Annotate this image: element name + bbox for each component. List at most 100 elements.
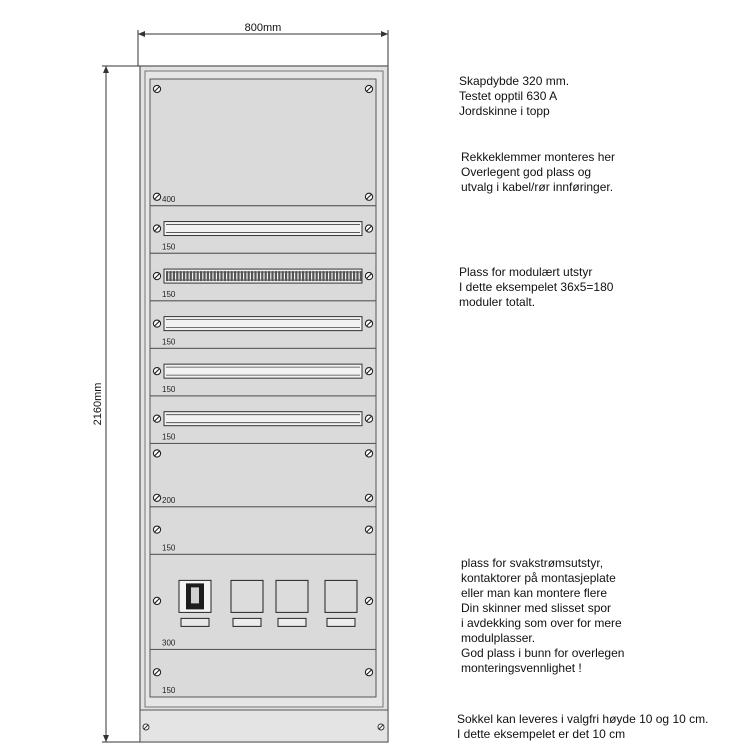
panel-height-label: 150 [162,686,176,695]
panel-height-label: 150 [162,543,176,552]
terminal-clamp [295,271,298,282]
device-label-plate [180,617,210,627]
screw-icon [364,596,374,606]
screw-slot [154,368,160,374]
screw-icon [152,224,162,233]
terminal-clamp [206,271,209,282]
terminal-clamp [179,271,182,282]
terminal-clamp [200,271,203,282]
terminal-clamp [342,271,345,282]
screw-slot [154,86,160,92]
screw-icon [364,224,374,233]
screw-slot [366,526,372,533]
panel-din-rail: 150 [149,347,377,397]
terminal-clamp [240,271,243,282]
screw-slot [366,450,372,457]
screw-icon [152,367,162,376]
panel-height-label: 150 [162,432,176,441]
terminal-clamp [193,271,196,282]
screw-icon [152,449,162,458]
screw-icon [364,493,374,502]
din-rail-cover [163,411,363,427]
terminal-clamp [312,271,315,282]
height-label: 2160mm [92,383,104,426]
screw-slot [366,273,372,279]
terminal-clamp [319,271,322,282]
terminal-clamp [356,271,359,282]
terminal-clamp [234,271,237,282]
terminal-clamp [332,271,335,282]
panel-height-label: 300 [162,638,176,647]
screw-slot [154,598,160,604]
screw-slot [366,320,372,327]
terminal-clamp [349,271,352,282]
din-rail-cover [163,363,363,379]
note-lowvoltage: plass for svakstrømsutstyr, kontaktorer … [461,556,625,675]
note-depth: Skapdybde 320 mm. Testet opptil 630 A Jo… [459,74,570,118]
screw-slot [366,415,372,422]
screw-slot [154,273,160,279]
device-label-plate [232,617,262,627]
screw-slot [154,415,160,422]
terminal-clamp [329,271,332,282]
terminal-clamp [315,271,318,282]
screw-slot [154,495,160,501]
terminal-clamp [336,271,339,282]
plinth [139,709,389,743]
terminal-clamp [325,271,328,282]
terminal-clamp [254,271,257,282]
screw-slot [154,320,160,327]
terminal-clamp [189,271,192,282]
terminal-clamp [257,271,260,282]
screw-icon [364,367,374,376]
panel-height-label: 200 [162,496,176,505]
terminal-clamp [278,271,281,282]
terminal-clamp [223,271,226,282]
screw-slot [366,86,372,92]
terminal-clamp [339,271,342,282]
terminal-clamp [186,271,189,282]
screw-icon [152,319,162,328]
terminal-clamp [183,271,186,282]
terminal-clamp [353,271,356,282]
device-label-plate [326,617,356,627]
screw-icon [364,414,374,423]
screw-icon [364,192,374,201]
panel-height-label: 150 [162,337,176,346]
panel-height-label: 150 [162,290,176,299]
width-label: 800mm [245,22,282,34]
note-plinth: Sokkel kan leveres i valgfri høyde 10 og… [457,712,709,741]
panel-blank: 150 [149,648,377,698]
height-dimension: 2160mm [92,65,140,743]
plinth-screw-left [142,723,150,731]
terminal-clamp [288,271,291,282]
screw-icon [364,271,374,281]
screw-icon [152,668,162,677]
screw-slot [366,368,372,374]
terminal-clamp [230,271,233,282]
terminal-clamp [210,271,213,282]
terminal-clamp [203,271,206,282]
screw-icon [364,668,374,677]
terminal-clamp [285,271,288,282]
plinth-screw-right [377,723,385,731]
terminal-clamp [261,271,264,282]
screw-icon [152,596,162,606]
device-module [275,579,309,613]
screw-slot [154,526,160,533]
terminal-clamp [237,271,240,282]
panel-devices: 300 [149,553,377,650]
note-modular: Plass for modulært utstyr I dette eksemp… [459,265,614,309]
terminal-clamp [291,271,294,282]
screw-slot [366,669,372,676]
screw-icon [152,493,162,502]
terminal-clamp [244,271,247,282]
panel-blank: 400 [149,78,377,207]
terminal-clamp [217,271,220,282]
terminal-clamp [176,271,179,282]
panel-plate [149,648,377,698]
terminal-clamp [213,271,216,282]
terminal-clamp [322,271,325,282]
panel-height-label: 400 [162,195,176,204]
